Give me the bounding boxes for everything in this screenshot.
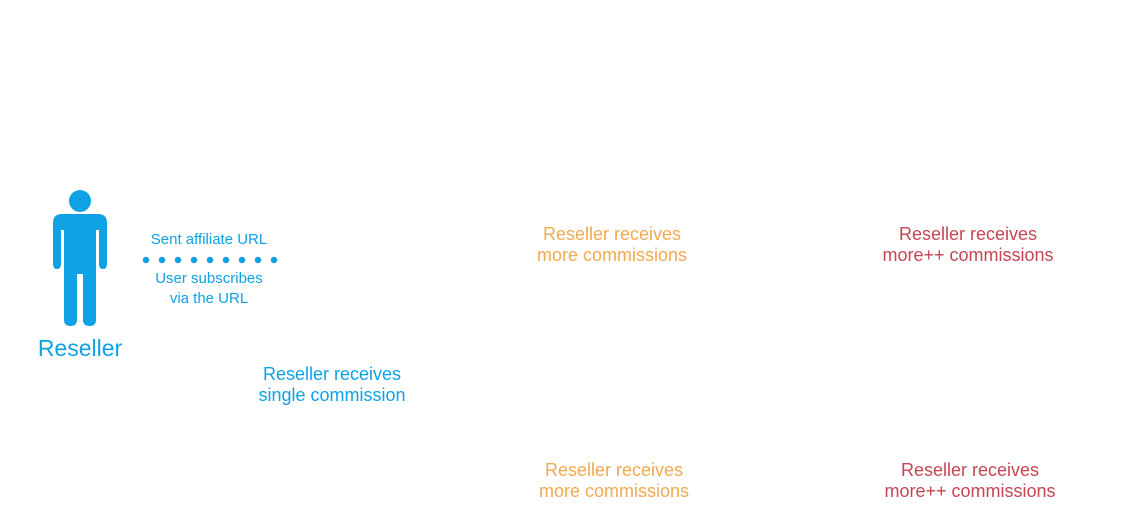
user-subscribes-label: User subscribes via the URL — [128, 269, 290, 309]
more-commissions-top-line1: Reseller receives — [542, 224, 682, 244]
user-subscribes-line2: via the URL — [169, 290, 249, 307]
morepp-commissions-top-text: Reseller receives more++ commissions — [858, 224, 1078, 266]
single-commission-line1: Reseller receives — [262, 364, 402, 384]
more-commissions-bottom-text: Reseller receives more commissions — [514, 460, 714, 502]
single-commission-text: Reseller receives single commission — [232, 364, 432, 406]
morepp-commissions-top-line1: Reseller receives — [898, 224, 1038, 244]
more-commissions-top-text: Reseller receives more commissions — [512, 224, 712, 266]
morepp-commissions-bottom-line1: Reseller receives — [900, 460, 1040, 480]
reseller-label: Reseller — [37, 335, 123, 361]
user-subscribes-line1: User subscribes — [155, 270, 263, 287]
single-commission-line2: single commission — [258, 385, 406, 405]
more-commissions-bottom-line2: more commissions — [538, 481, 690, 501]
person-icon — [53, 190, 107, 326]
dotted-connector — [142, 256, 278, 264]
more-commissions-top-line2: more commissions — [536, 245, 688, 265]
more-commissions-bottom-line1: Reseller receives — [544, 460, 684, 480]
sent-affiliate-url-label: Sent affiliate URL — [150, 231, 268, 248]
morepp-commissions-top-line2: more++ commissions — [882, 245, 1054, 265]
morepp-commissions-bottom-line2: more++ commissions — [884, 481, 1056, 501]
morepp-commissions-bottom-text: Reseller receives more++ commissions — [860, 460, 1080, 502]
